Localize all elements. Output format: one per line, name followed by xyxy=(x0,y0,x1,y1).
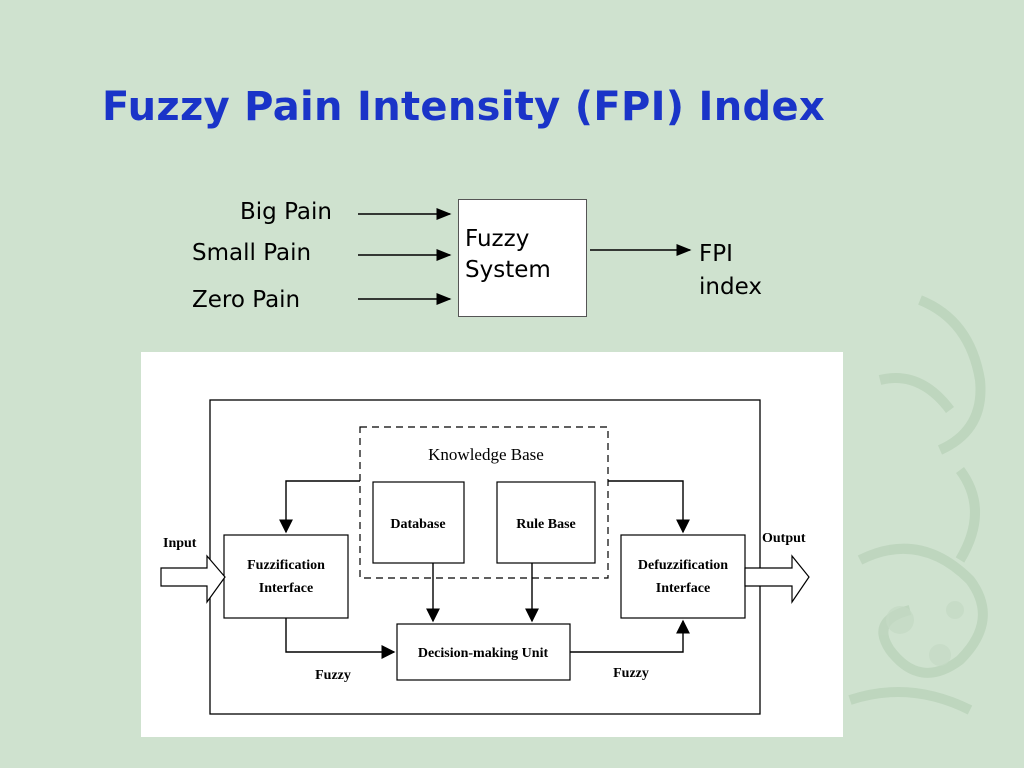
input-label-small-pain: Small Pain xyxy=(192,240,312,266)
outer-frame xyxy=(209,399,761,715)
fpi-index-label: FPI index xyxy=(699,238,762,304)
kb-to-defuzzification-arrow xyxy=(608,480,690,534)
fuzzy-left-label: Fuzzy xyxy=(315,668,351,683)
fuzzification-to-decision-arrow xyxy=(285,618,396,659)
database-label: Database xyxy=(390,517,445,532)
kb-to-fuzzification-arrow xyxy=(279,480,360,534)
input-label-zero-pain: Zero Pain xyxy=(192,287,301,313)
fuzzy-system-label: Fuzzy System xyxy=(465,224,551,286)
knowledge-base-label: Knowledge Base xyxy=(428,445,544,464)
fuzzy-system-line2: System xyxy=(465,257,551,283)
output-label: Output xyxy=(762,531,806,546)
fpi-label-line1: FPI xyxy=(699,241,733,267)
database-box xyxy=(372,481,465,564)
input-label: Input xyxy=(163,536,197,551)
defuzzification-line1: Defuzzification xyxy=(638,558,728,573)
fuzzification-line2: Interface xyxy=(259,581,313,596)
block-diagram: Knowledge Base Database Rule Base Fuzzif… xyxy=(141,352,843,737)
block-diagram-panel xyxy=(141,352,843,737)
decision-unit-label: Decision-making Unit xyxy=(418,646,549,661)
fuzzification-line1: Fuzzification xyxy=(247,558,325,573)
fuzzy-system-box: Fuzzy System xyxy=(458,199,587,317)
simple-diagram-arrows xyxy=(358,208,692,305)
decision-to-defuzzification-arrow xyxy=(570,619,690,653)
rule-base-label: Rule Base xyxy=(516,517,576,532)
output-arrow xyxy=(744,554,810,604)
defuzzification-line2: Interface xyxy=(656,581,710,596)
fuzzy-right-label: Fuzzy xyxy=(613,666,649,681)
rule-base-box xyxy=(496,481,596,564)
slide-title: Fuzzy Pain Intensity (FPI) Index xyxy=(102,84,825,130)
fpi-label-line2: index xyxy=(699,274,762,300)
fuzzy-system-line1: Fuzzy xyxy=(465,226,530,252)
input-arrow xyxy=(160,554,226,604)
knowledge-base-box xyxy=(359,426,609,579)
input-label-big-pain: Big Pain xyxy=(240,199,332,225)
